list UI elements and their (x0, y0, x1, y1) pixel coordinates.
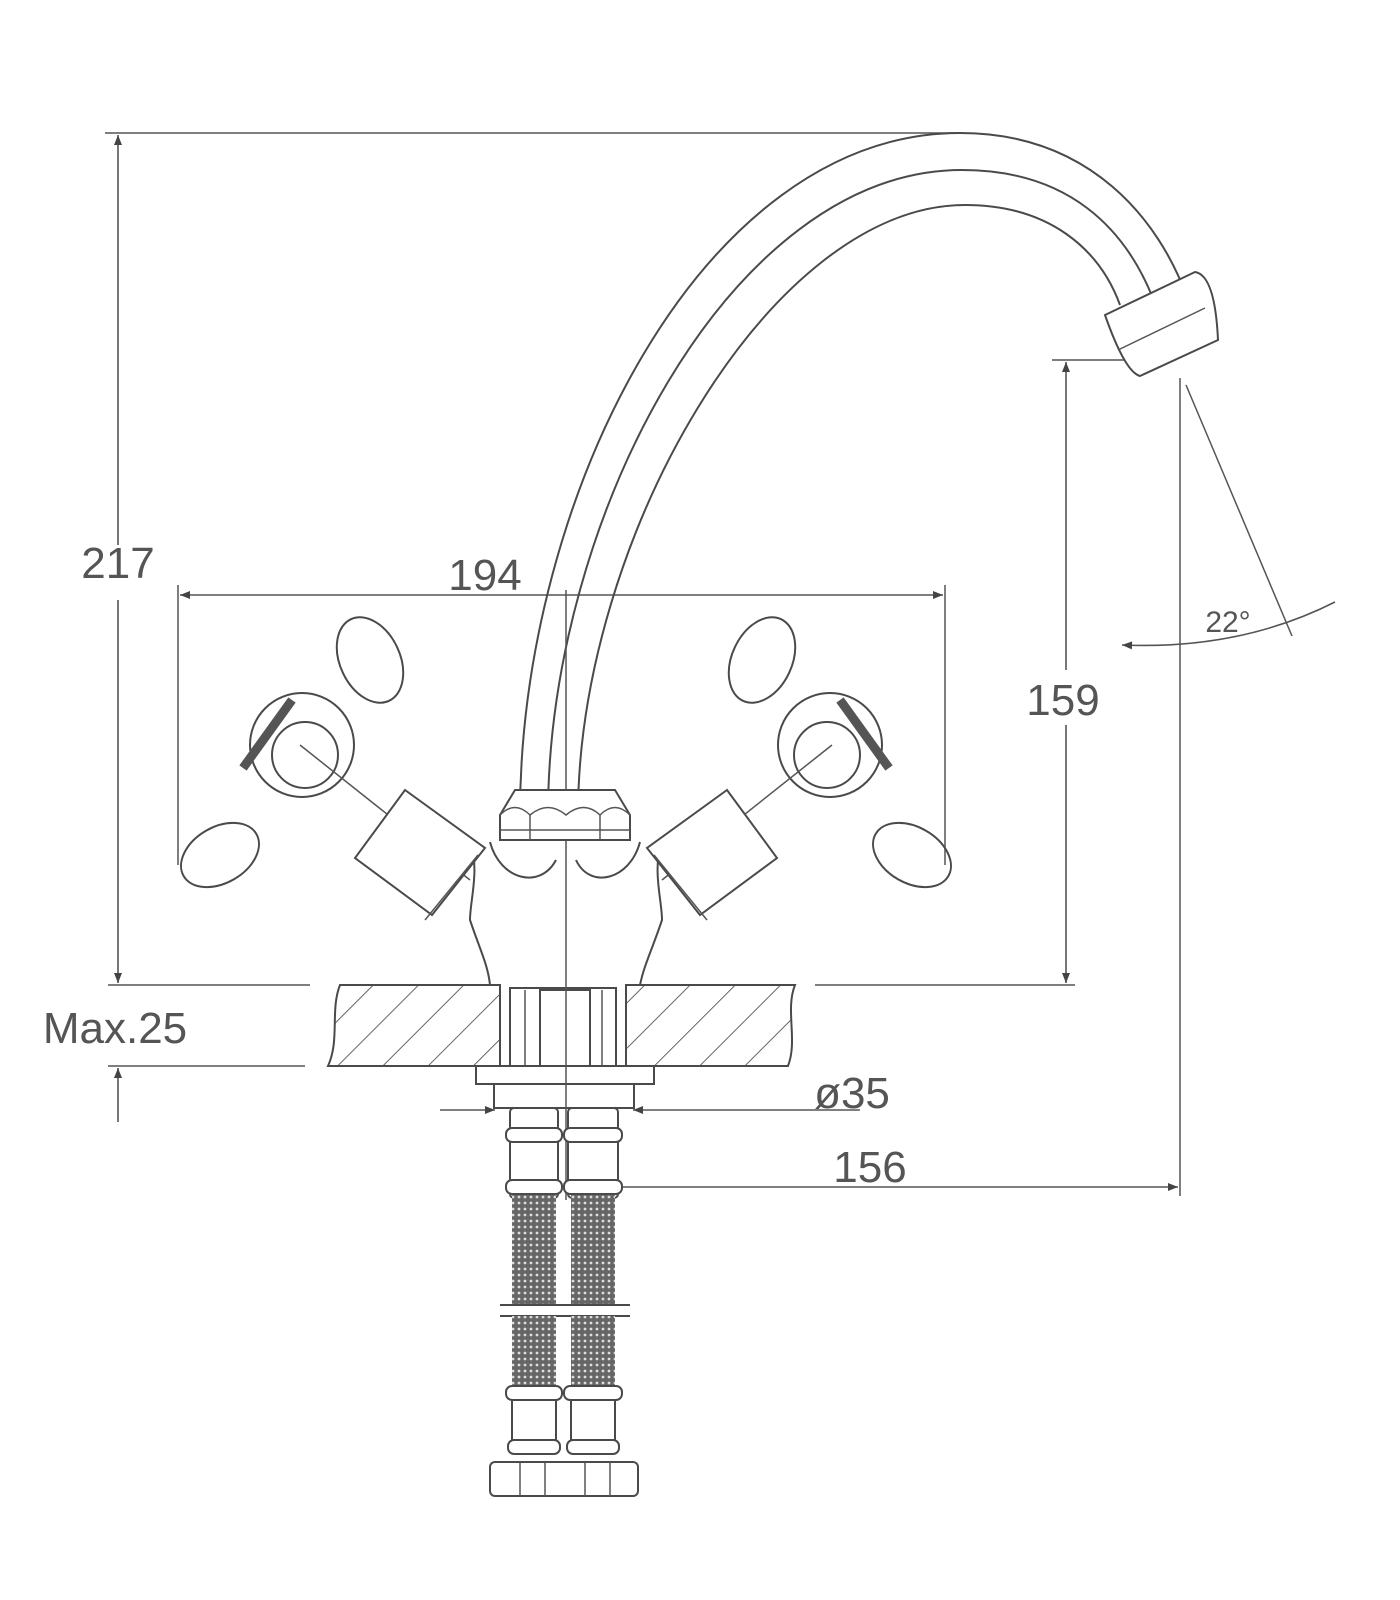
dimension-total-height: 217 (81, 132, 960, 983)
label-hole-diameter: ø35 (814, 1069, 890, 1118)
dimension-spout-reach: 156 (567, 378, 1181, 1196)
label-spout-reach: 156 (833, 1143, 906, 1192)
spout (519, 131, 1220, 816)
handle-left[interactable] (170, 607, 487, 921)
dimension-counter-thickness: Max.25 (43, 1004, 305, 1122)
label-max-thickness: Max.25 (43, 1004, 187, 1053)
supply-hoses (489, 1107, 639, 1497)
label-handle-span: 194 (448, 551, 521, 600)
label-total-height: 217 (81, 539, 154, 588)
dimension-spout-angle: 22° (1121, 384, 1336, 650)
dimension-spout-height: 159 (1026, 359, 1160, 983)
label-spout-height: 159 (1026, 676, 1099, 725)
countertop-section (326, 984, 797, 1109)
dimension-mount-hole: ø35 (440, 1069, 890, 1118)
handle-right[interactable] (645, 607, 962, 921)
label-spout-angle: 22° (1205, 606, 1250, 639)
faucet-body (468, 789, 664, 986)
dimension-handle-span: 194 (177, 551, 946, 865)
